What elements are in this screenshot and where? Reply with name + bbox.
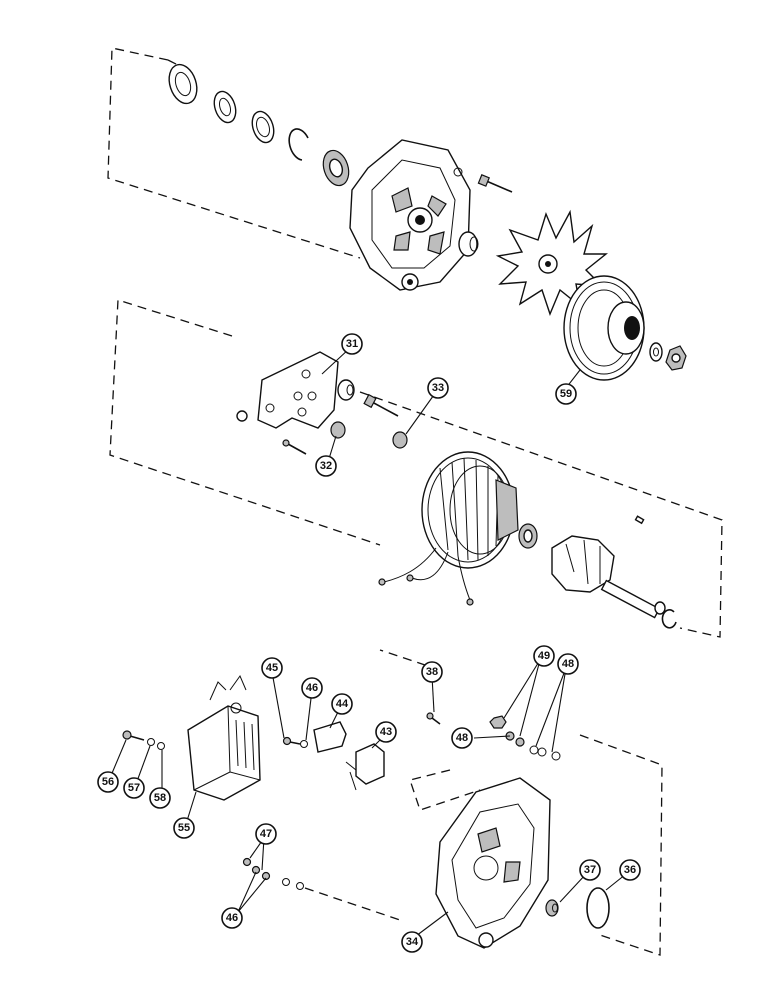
mounting-bracket: [257, 351, 339, 429]
bracket-screw: [282, 439, 307, 455]
regulator-lockwasher: [147, 738, 155, 746]
pulley-nut: [665, 345, 687, 371]
callout-49: 49: [533, 645, 555, 667]
callout-31: 31: [341, 333, 363, 355]
seal-ring-large: [168, 63, 198, 105]
svg-text:44: 44: [336, 698, 349, 710]
rotor-snap-ring: [661, 609, 677, 629]
bracket-bushing: [337, 379, 355, 401]
callout-37: 37: [579, 859, 601, 881]
svg-text:38: 38: [426, 666, 438, 678]
end-bearing-plug: [545, 899, 559, 917]
key-small: [634, 515, 645, 525]
svg-text:47: 47: [260, 828, 272, 840]
svg-text:46: 46: [226, 912, 238, 924]
callout-34: 34: [401, 931, 423, 953]
regulator-washer: [157, 742, 165, 750]
through-bolt: [477, 174, 513, 193]
retainer-plate: [251, 110, 275, 144]
terminal-screw: [282, 736, 301, 746]
snap-ring: [288, 128, 309, 161]
callout-57: 57: [123, 777, 145, 799]
group-outline-stator: [109, 299, 723, 638]
group-outline-slip-ring-end: [304, 649, 663, 956]
o-ring-seal: [586, 887, 610, 929]
terminal-washer-46: [300, 740, 308, 748]
terminal-nut: [489, 715, 507, 729]
svg-text:45: 45: [266, 662, 278, 674]
terminal-washers: [505, 731, 561, 761]
group-outline-drive-end: [107, 47, 361, 259]
callout-46-bottom: 46: [221, 907, 243, 929]
callout-55: 55: [173, 817, 195, 839]
rotor: [551, 535, 666, 619]
svg-text:49: 49: [538, 650, 550, 662]
regulator-screw: [122, 730, 145, 741]
stator: [421, 451, 519, 569]
callout-43: 43: [375, 721, 397, 743]
diode-trio: [345, 743, 385, 791]
voltage-regulator: [187, 674, 261, 801]
rotor-bearing: [518, 523, 538, 549]
callout-38: 38: [421, 661, 443, 683]
svg-text:58: 58: [154, 792, 166, 804]
callout-33: 33: [427, 377, 449, 399]
pulley-washer: [649, 342, 663, 362]
stator-leads: [378, 547, 474, 606]
svg-text:46: 46: [306, 682, 318, 694]
spacer-33: [392, 431, 408, 449]
drive-end-bearing: [322, 149, 350, 187]
spacer-small: [453, 167, 463, 177]
svg-text:48: 48: [456, 732, 468, 744]
callout-47: 47: [255, 823, 277, 845]
slip-ring-end-frame: [435, 777, 551, 949]
bracket-bolt: [363, 393, 399, 417]
svg-text:33: 33: [432, 382, 444, 394]
pulley: [563, 275, 645, 381]
drive-end-frame: [349, 139, 471, 291]
small-washers-group: [242, 857, 304, 890]
svg-text:37: 37: [584, 864, 596, 876]
callout-48-right: 48: [557, 653, 579, 675]
svg-text:32: 32: [320, 460, 332, 472]
callout-46-top: 46: [301, 677, 323, 699]
insulator-screw: [426, 712, 441, 725]
svg-text:34: 34: [406, 936, 419, 948]
terminal-strap: [313, 721, 347, 753]
callout-48-left: 48: [451, 727, 473, 749]
svg-text:55: 55: [178, 822, 190, 834]
seal-washer: [213, 90, 237, 124]
callout-32: 32: [315, 455, 337, 477]
svg-text:59: 59: [560, 388, 572, 400]
callout-44: 44: [331, 693, 353, 715]
svg-text:36: 36: [624, 864, 636, 876]
svg-text:31: 31: [346, 338, 358, 350]
svg-text:43: 43: [380, 726, 392, 738]
callout-59: 59: [555, 383, 577, 405]
callout-45: 45: [261, 657, 283, 679]
callout-36: 36: [619, 859, 641, 881]
inner-collar: [458, 231, 479, 257]
callout-56: 56: [97, 771, 119, 793]
callout-58: 58: [149, 787, 171, 809]
svg-text:57: 57: [128, 782, 140, 794]
svg-text:48: 48: [562, 658, 574, 670]
spacer-32: [330, 421, 346, 439]
bracket-nut-left: [236, 410, 248, 422]
svg-text:56: 56: [102, 776, 114, 788]
